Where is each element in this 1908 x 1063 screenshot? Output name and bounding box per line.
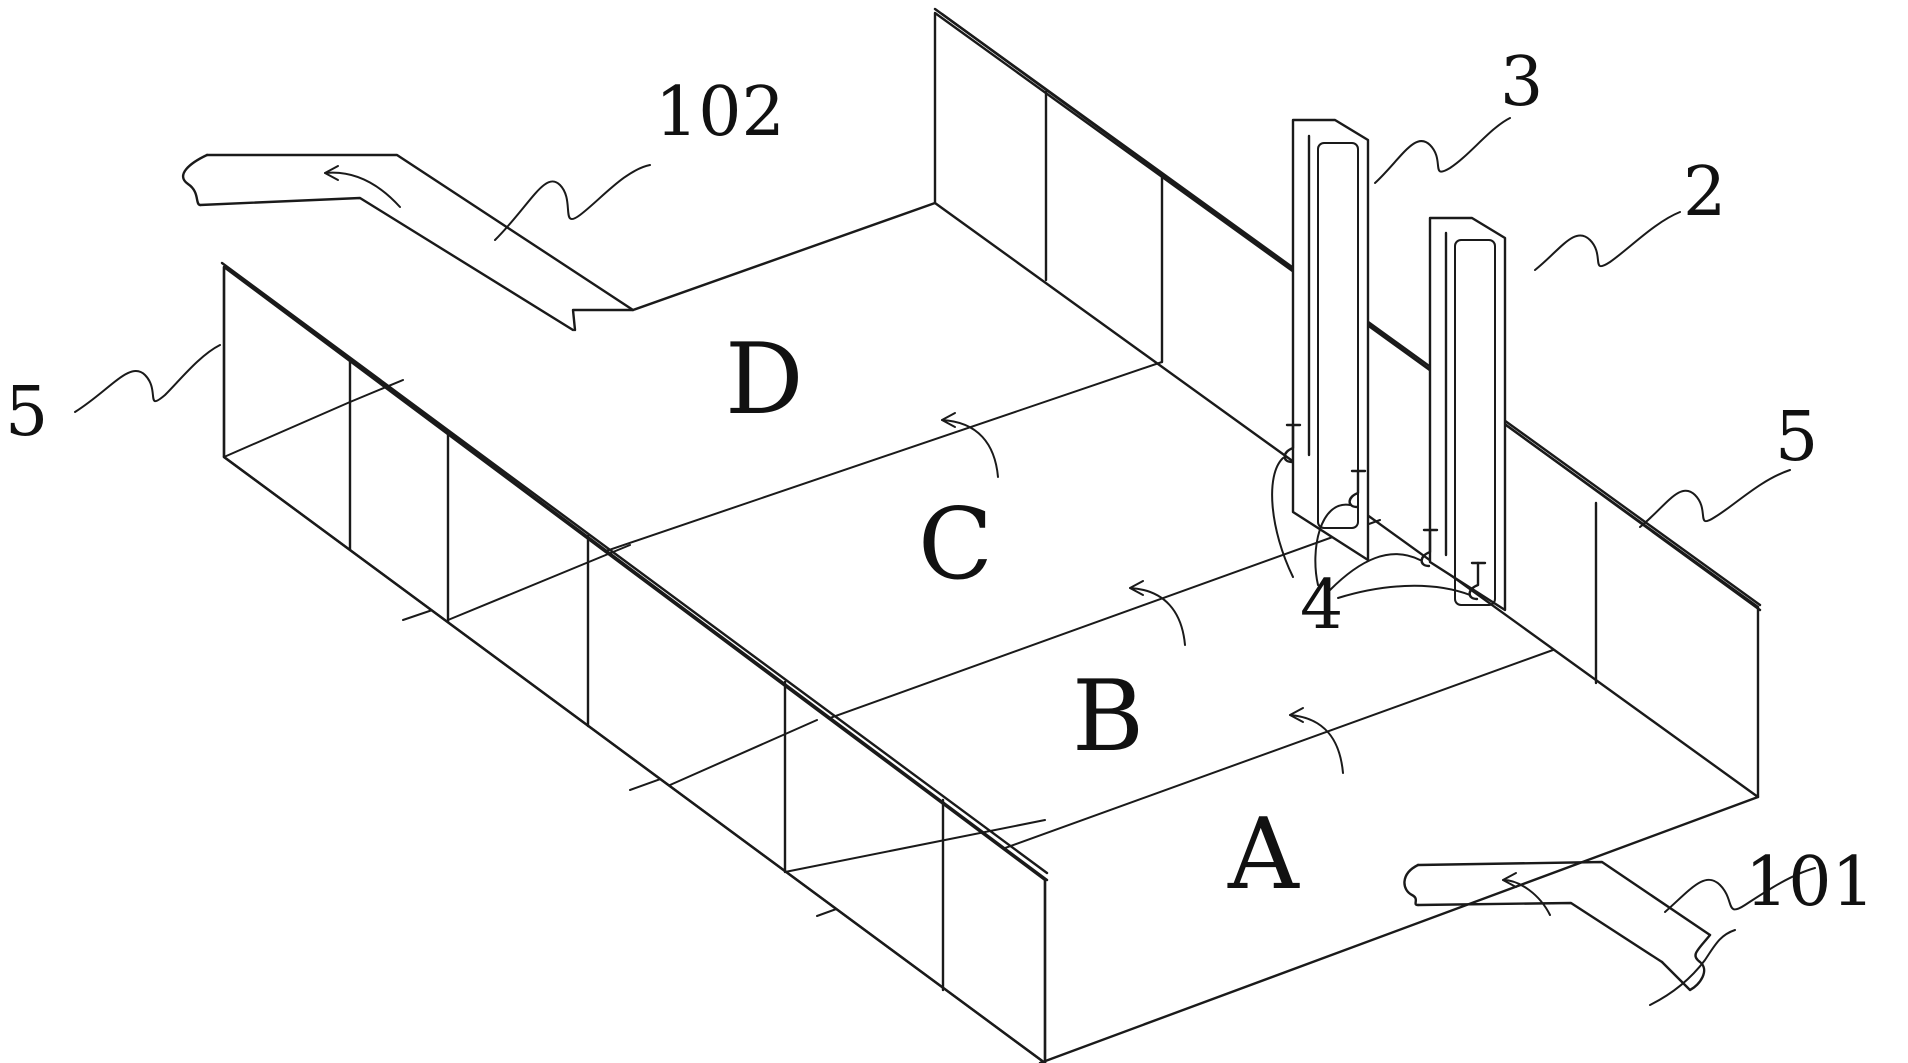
plate-front-label: 2 (1683, 153, 1726, 232)
leader-102 (494, 164, 651, 241)
inlet-pipe-bottom (1416, 901, 1664, 964)
floor-line-through (784, 819, 1046, 873)
leader-lines (74, 117, 1816, 1006)
leader-2 (1534, 211, 1681, 271)
leader-101 (1664, 867, 1816, 913)
floor-line-through (669, 719, 818, 786)
plate-rear-label: 3 (1500, 43, 1543, 122)
plate-2 (1428, 216, 1507, 612)
inlet-pipe-break (1403, 863, 1420, 907)
leader-4 (1329, 553, 1421, 591)
inlet-label: 101 (1745, 843, 1875, 922)
tank-back-edge (571, 201, 937, 332)
leader-5-right (1639, 469, 1791, 528)
nozzles-label: 4 (1300, 566, 1343, 645)
outlet-pipe-bottom (198, 196, 575, 332)
floor-line-through (223, 401, 351, 458)
flow-arrow-c-d-head (941, 412, 956, 428)
zone-flow-arrows (941, 412, 1344, 774)
zone-d-label: D (725, 323, 804, 437)
wall-left-label: 5 (5, 373, 48, 452)
plate-3-inner (1317, 142, 1359, 529)
floor-line-through (447, 544, 631, 621)
left-wall-bottom (222, 455, 1047, 1063)
flow-arrow-b-c-head (1129, 580, 1144, 596)
zone-a-label: A (1227, 798, 1300, 912)
leader-3 (1374, 117, 1511, 184)
inlet-pipe-end (1660, 933, 1712, 992)
nozzle (1283, 423, 1295, 464)
tank-front-edge (1038, 795, 1760, 1063)
outlet-pipe-break (181, 153, 209, 207)
left-side-wall (220, 261, 1049, 1063)
inlet-flow-arrowhead (1502, 872, 1517, 888)
left-wall-panel (222, 265, 1047, 1063)
floor-line-through (349, 379, 404, 403)
nozzle (1468, 561, 1480, 601)
left-wall-top-rail-edge (226, 266, 1049, 882)
zone-b-label: B (1072, 660, 1144, 774)
nozzle (1348, 469, 1360, 509)
nozzles (1283, 423, 1487, 601)
plate-2-frame (1428, 216, 1507, 612)
flow-arrow-a-b-head (1289, 707, 1304, 723)
plate-3 (1291, 118, 1370, 562)
outlet-flow-arrowhead (324, 165, 339, 181)
inlet-pipe-top (1416, 860, 1712, 937)
wall-right-label: 5 (1775, 398, 1818, 477)
leader-4 (1271, 457, 1294, 578)
plate-2-inner (1454, 239, 1496, 606)
leader-5-left (74, 344, 221, 413)
outlet-label: 102 (655, 73, 785, 152)
flow-arrow-a-b (1289, 714, 1344, 774)
zone-c-label: C (918, 488, 993, 602)
flow-arrow-c-d (941, 419, 999, 478)
flow-arrow-b-c (1129, 587, 1186, 646)
leader-4 (1337, 584, 1471, 599)
inlet-flow-arrow (1502, 879, 1551, 916)
leader-4 (1314, 503, 1351, 586)
outlet-flow-arrow (324, 171, 401, 208)
nozzle (1420, 528, 1432, 568)
outlet-pipe-top (205, 153, 635, 312)
outlet-pipe (181, 153, 635, 332)
inlet-pipe (1403, 860, 1712, 992)
leader-101-pipe (1649, 929, 1736, 1006)
left-wall-top-rail (220, 261, 1049, 875)
